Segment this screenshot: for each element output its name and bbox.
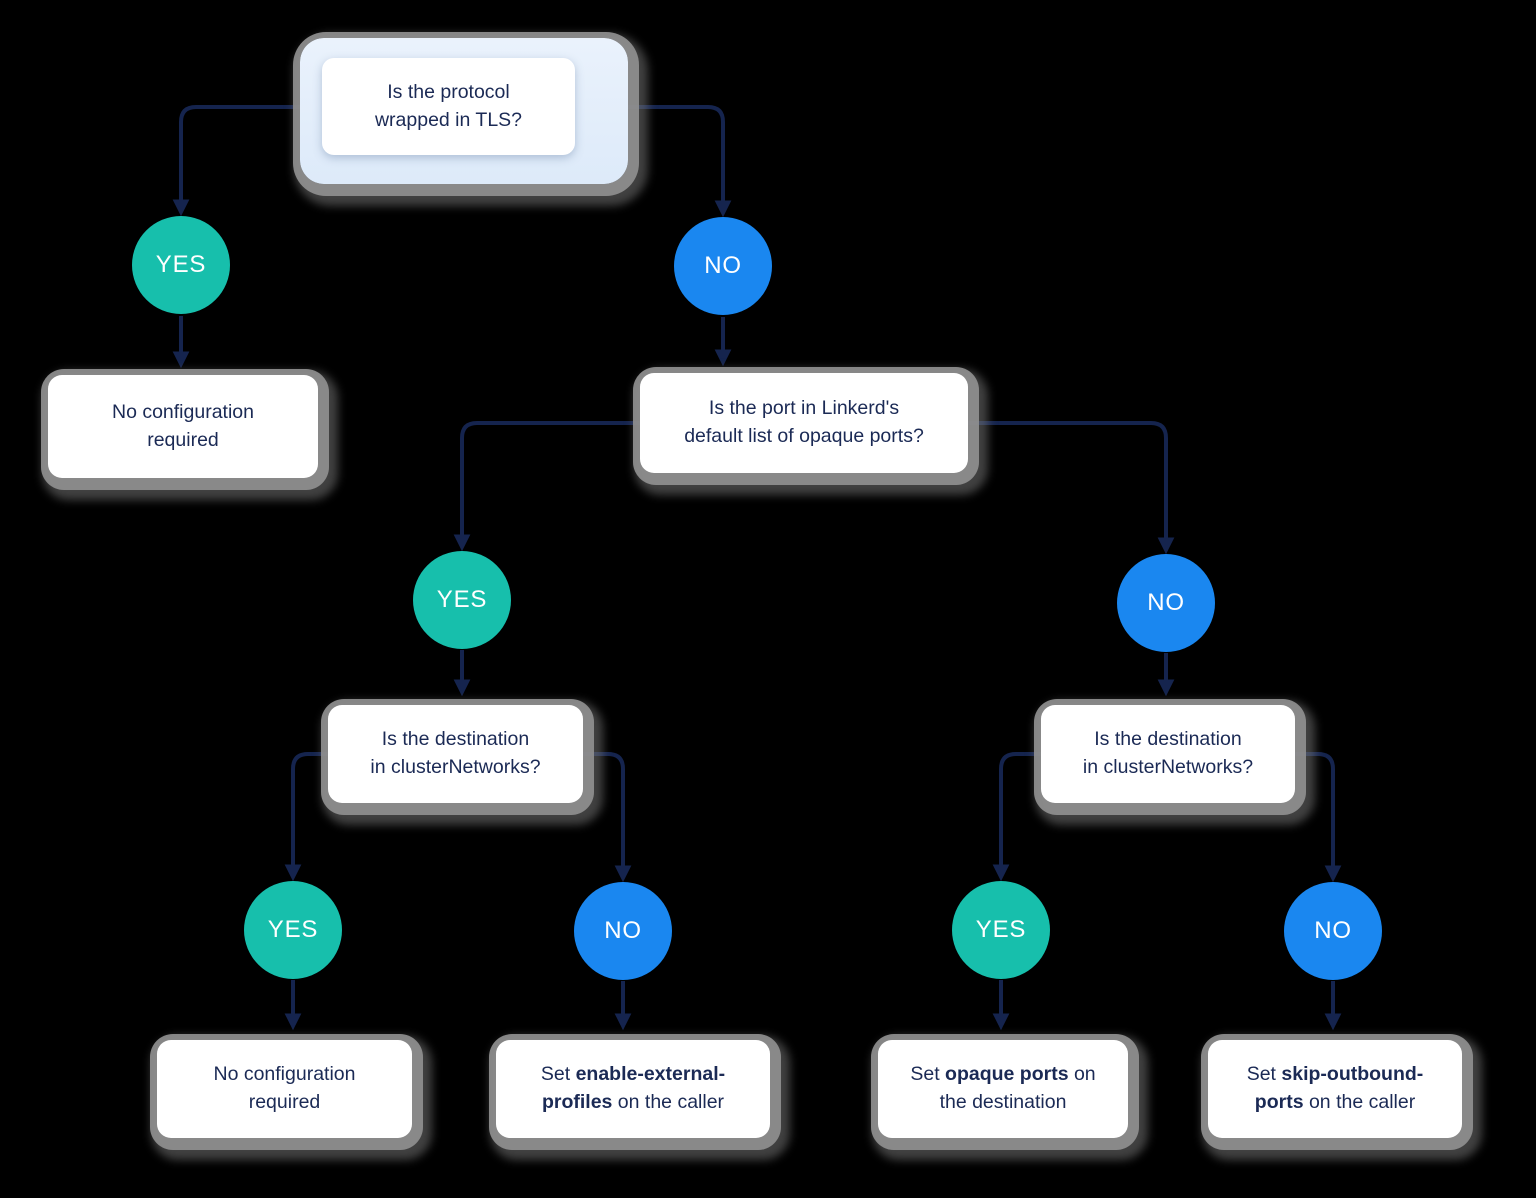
no-badge-cluster-right: NO xyxy=(1284,882,1382,980)
edge-q3right-yes xyxy=(992,752,1155,882)
edge-q3left-yes xyxy=(284,752,445,882)
no-label: NO xyxy=(1147,589,1185,616)
yes-badge-opaque: YES xyxy=(413,551,511,649)
yes-badge-cluster-left: YES xyxy=(244,881,342,979)
question-clusternetworks-right-text: Is the destination in clusterNetworks? xyxy=(1082,728,1254,778)
question-clusternetworks-left-box: Is the destination in clusterNetworks? xyxy=(328,705,583,803)
question-opaque-ports-box: Is the port in Linkerd's default list of… xyxy=(640,373,968,473)
yes-label: YES xyxy=(975,916,1027,943)
root-question-text: Is the protocol wrapped in TLS? xyxy=(374,80,523,131)
edge-q3right-no xyxy=(1175,752,1342,883)
no-badge-tls: NO xyxy=(674,217,772,315)
question-opaque-ports-text: Is the port in Linkerd's default list of… xyxy=(684,397,924,447)
edge-q2-no xyxy=(820,421,1175,555)
root-question-box: Is the protocol wrapped in TLS? xyxy=(322,58,575,155)
result-no-config-left-text: No configuration required xyxy=(111,400,254,451)
result-no-config-left-box: No configuration required xyxy=(48,375,318,478)
result-no-config-bottom-text: No configuration required xyxy=(213,1063,356,1113)
no-label: NO xyxy=(1314,917,1352,944)
yes-label: YES xyxy=(267,916,319,943)
no-label: NO xyxy=(704,252,742,279)
result-opaque-ports-text: Set opaque ports on the destination xyxy=(910,1063,1096,1113)
question-clusternetworks-left-text: Is the destination in clusterNetworks? xyxy=(370,728,541,778)
edge-q2-yes xyxy=(453,421,790,552)
no-badge-cluster-left: NO xyxy=(574,882,672,980)
yes-label: YES xyxy=(155,251,207,278)
result-opaque-ports-box: Set opaque ports on the destination xyxy=(878,1040,1128,1138)
root-question-card: Is the protocol wrapped in TLS? xyxy=(300,38,628,184)
edge-q3left-no xyxy=(465,752,632,883)
edge-root-no xyxy=(480,105,732,218)
no-badge-opaque: NO xyxy=(1117,554,1215,652)
yes-badge-tls: YES xyxy=(132,216,230,314)
question-clusternetworks-right-box: Is the destination in clusterNetworks? xyxy=(1041,705,1295,803)
yes-label: YES xyxy=(436,586,488,613)
no-label: NO xyxy=(604,917,642,944)
result-enable-external-profiles-box: Set enable-external-profiles on the call… xyxy=(496,1040,770,1138)
result-enable-external-profiles-text: Set enable-external-profiles on the call… xyxy=(540,1063,726,1113)
result-skip-outbound-ports-box: Set skip-outbound-ports on the caller xyxy=(1208,1040,1462,1138)
edge-root-yes xyxy=(172,105,440,217)
result-skip-outbound-ports-text: Set skip-outbound-ports on the caller xyxy=(1246,1063,1424,1113)
yes-badge-cluster-right: YES xyxy=(952,881,1050,979)
result-no-config-bottom-box: No configuration required xyxy=(157,1040,412,1138)
